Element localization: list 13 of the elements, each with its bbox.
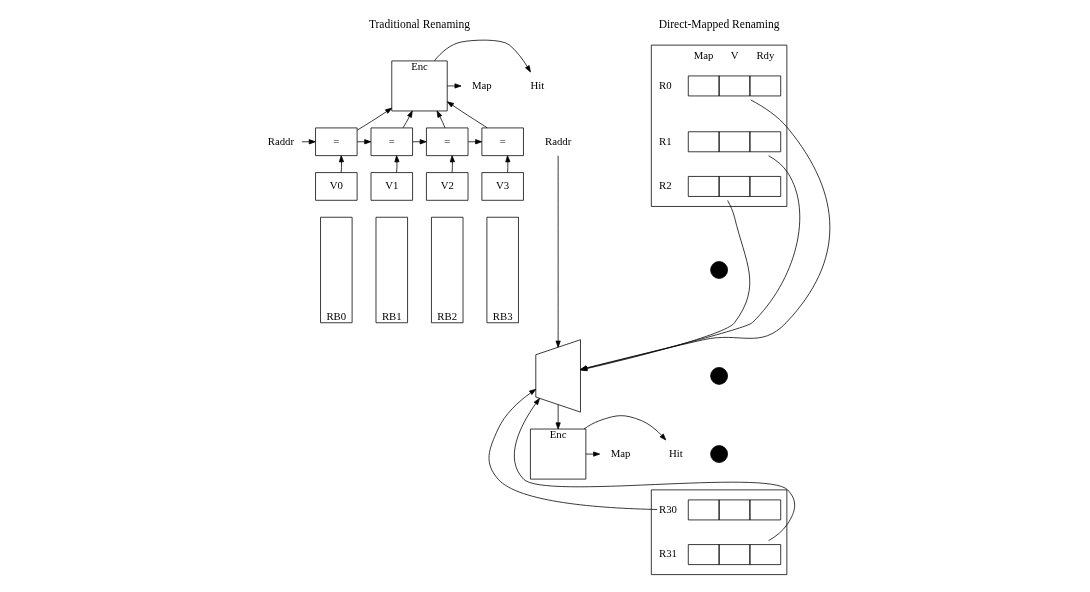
node-text: Hit: [530, 78, 545, 91]
label: Direct-Mapped Renaming: [658, 17, 780, 30]
node-text: Map: [472, 78, 492, 91]
node-label: R31: [659, 547, 677, 560]
node-label: R0: [659, 78, 672, 91]
node-text: Hit: [669, 446, 683, 459]
node-label: R1: [659, 134, 672, 147]
node-label: R2: [659, 179, 672, 192]
node-text: Raddr: [267, 134, 295, 147]
node-text: Map: [610, 446, 631, 459]
label: Traditional Renaming: [368, 17, 471, 30]
node-label: R30: [659, 502, 677, 515]
node-text: Raddr: [544, 134, 572, 147]
